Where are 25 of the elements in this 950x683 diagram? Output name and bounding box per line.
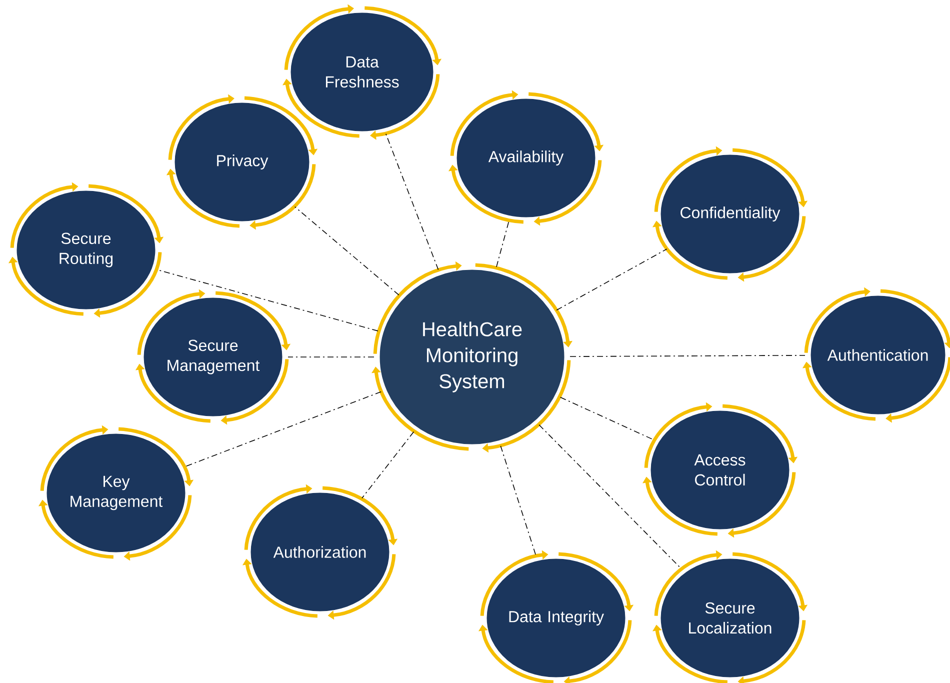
circle-node: Authorization	[242, 484, 398, 620]
connector-line	[570, 354, 806, 357]
connector-line	[385, 133, 439, 270]
circle-node: Secure Management	[135, 289, 291, 425]
circle-node: Secure Localization	[652, 550, 808, 683]
circle-node: Data Freshness	[282, 4, 442, 140]
connector-line	[184, 391, 382, 468]
circle-node: Secure Routing	[8, 182, 164, 318]
connector-line	[496, 220, 510, 268]
circle-node: Access Control	[642, 402, 798, 538]
circle-node: Data Integrity	[478, 550, 634, 683]
circle-node: Privacy	[166, 94, 318, 230]
circle-node: Availability	[448, 90, 604, 226]
circle-node: Confidentiality	[652, 146, 808, 282]
connector-line	[556, 248, 668, 310]
connector-line	[157, 269, 378, 332]
connector-line	[560, 396, 654, 440]
connector-line	[288, 356, 374, 358]
connector-line	[500, 446, 536, 556]
connector-line	[362, 431, 414, 499]
circle-node: HealthCare Monitoring System	[372, 261, 572, 453]
connector-line	[294, 206, 400, 296]
connector-line	[538, 424, 682, 570]
circle-node: Authentication	[802, 287, 950, 423]
circle-node: Key Management	[38, 425, 194, 561]
